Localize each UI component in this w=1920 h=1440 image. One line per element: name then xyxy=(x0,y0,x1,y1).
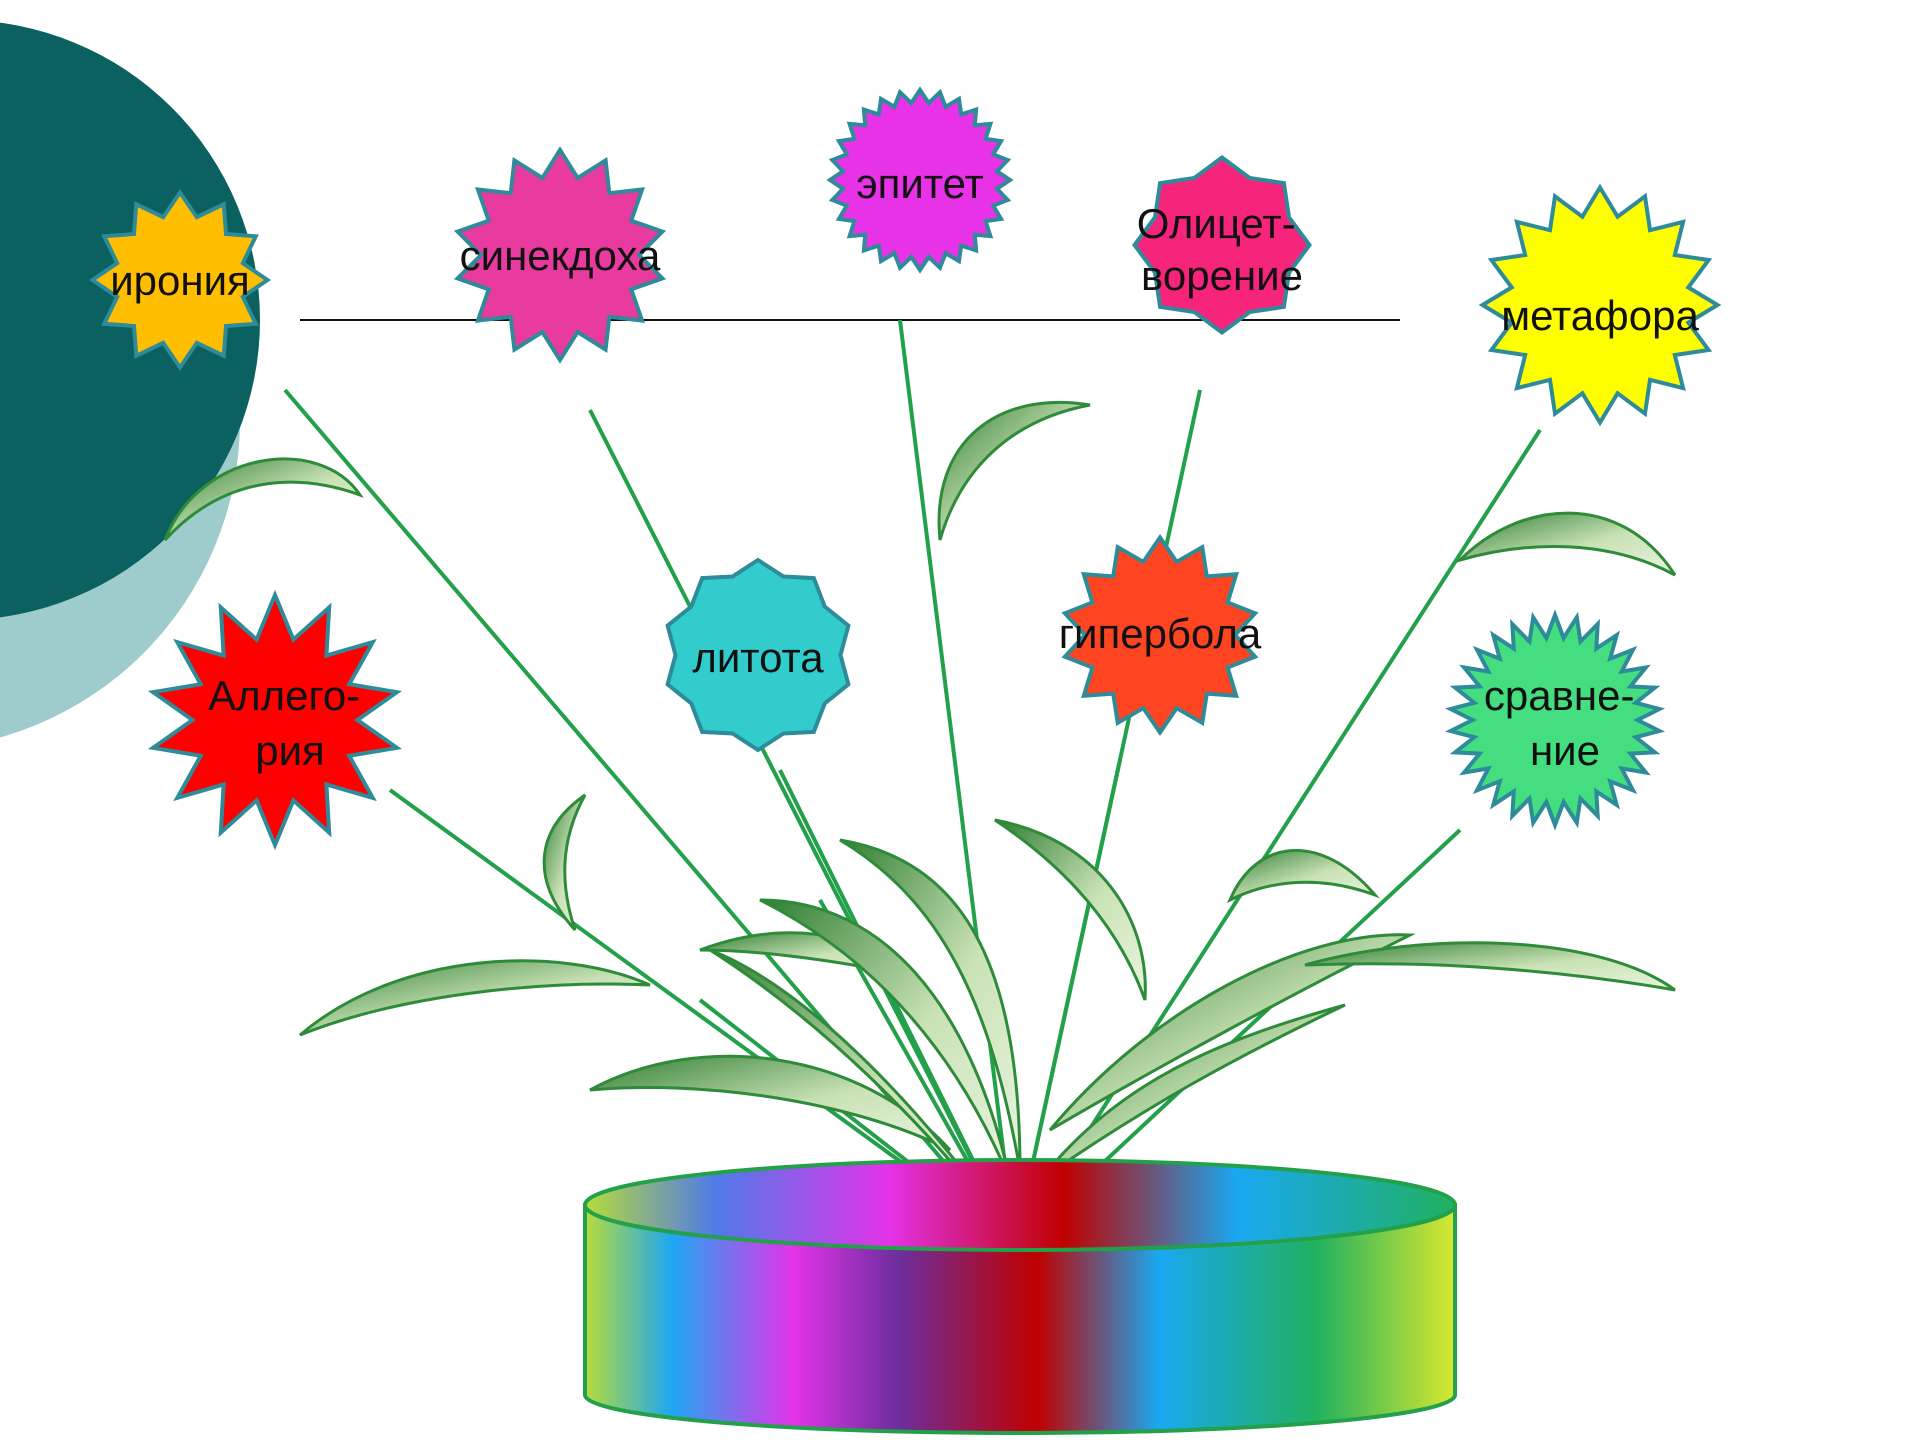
stem-metafora xyxy=(1013,428,1542,1247)
flower-sinekdokha-line-1: синекдоха xyxy=(460,232,661,279)
flower-litota-line-1: литота xyxy=(692,634,824,681)
leaf-icon xyxy=(1454,511,1677,577)
flower-ironiya: ирония xyxy=(88,188,272,372)
leaves xyxy=(163,400,1677,1221)
pot-body xyxy=(583,1203,1457,1435)
flower-allegoriya-line-2: рия xyxy=(255,727,325,774)
flower-litota-shape xyxy=(665,557,851,753)
flower-ironiya-shape xyxy=(88,188,272,372)
pot-rim xyxy=(583,1158,1457,1252)
flower-ironiya-line-1: ирония xyxy=(110,257,250,304)
flower-sinekdokha-label: синекдоха xyxy=(460,232,661,279)
flower-giperbola: гипербола xyxy=(1059,533,1262,737)
flower-sravnenie-line-1: сравне- xyxy=(1484,672,1635,719)
flower-sravnenie-line-2: ние xyxy=(1530,727,1600,774)
flower-epitet-label: эпитет xyxy=(856,160,984,207)
flower-giperbola-shape xyxy=(1061,533,1259,737)
flower-pot-icon xyxy=(583,1158,1457,1435)
stems xyxy=(283,319,1542,1247)
flower-epitet-line-1: эпитет xyxy=(856,160,984,207)
stem-epitet xyxy=(898,319,1017,1246)
flower-allegoriya-line-1: Аллего- xyxy=(208,672,360,719)
flower-metafora-shape xyxy=(1478,183,1722,427)
leaf-icon xyxy=(542,793,587,932)
flower-epitet: эпитет xyxy=(826,86,1014,274)
flower-litota: литота xyxy=(665,557,851,753)
flower-olitsetvorenie: Олицет- ворение xyxy=(1132,155,1312,335)
flower-allegoriya-shape xyxy=(147,589,403,851)
leaf-icon xyxy=(1048,933,1416,1132)
leaf-icon xyxy=(1038,1003,1346,1182)
flower-allegoriya: Аллего- рия xyxy=(147,589,403,851)
flower-sravnenie-label: сравне- ние xyxy=(1484,672,1646,774)
flower-olitsetvorenie-line-2: ворение xyxy=(1141,252,1303,299)
leaf-icon xyxy=(589,1054,952,1152)
leaf-icon xyxy=(1227,848,1380,904)
flower-olitsetvorenie-shape xyxy=(1132,155,1312,335)
flower-olitsetvorenie-label: Олицет- ворение xyxy=(1137,200,1308,299)
flower-sravnenie: сравне- ние xyxy=(1444,609,1666,831)
flower-litota-label: литота xyxy=(692,634,824,681)
leaf-icon xyxy=(1304,941,1676,992)
flower-metafora: метафора xyxy=(1478,183,1722,427)
flower-epitet-shape xyxy=(826,86,1014,274)
flower-metafora-line-1: метафора xyxy=(1501,292,1699,339)
leaf-icon xyxy=(163,457,364,542)
flowers: ирония синекдоха эпитет Олицет- ворение xyxy=(88,86,1722,851)
flower-sinekdokha-shape xyxy=(453,146,667,364)
flower-ironiya-label: ирония xyxy=(110,257,250,304)
leaf-icon xyxy=(299,959,651,1037)
flower-giperbola-line-1: гипербола xyxy=(1059,610,1262,657)
flower-sravnenie-shape xyxy=(1444,609,1666,831)
flower-metafora-label: метафора xyxy=(1501,292,1699,339)
leaf-icon xyxy=(937,400,1091,541)
flower-sinekdokha: синекдоха xyxy=(453,146,667,364)
flower-giperbola-label: гипербола xyxy=(1059,610,1262,657)
flower-allegoriya-label: Аллего- рия xyxy=(208,672,372,774)
flower-olitsetvorenie-line-1: Олицет- xyxy=(1137,200,1296,247)
leaf-icon xyxy=(994,818,1147,1001)
